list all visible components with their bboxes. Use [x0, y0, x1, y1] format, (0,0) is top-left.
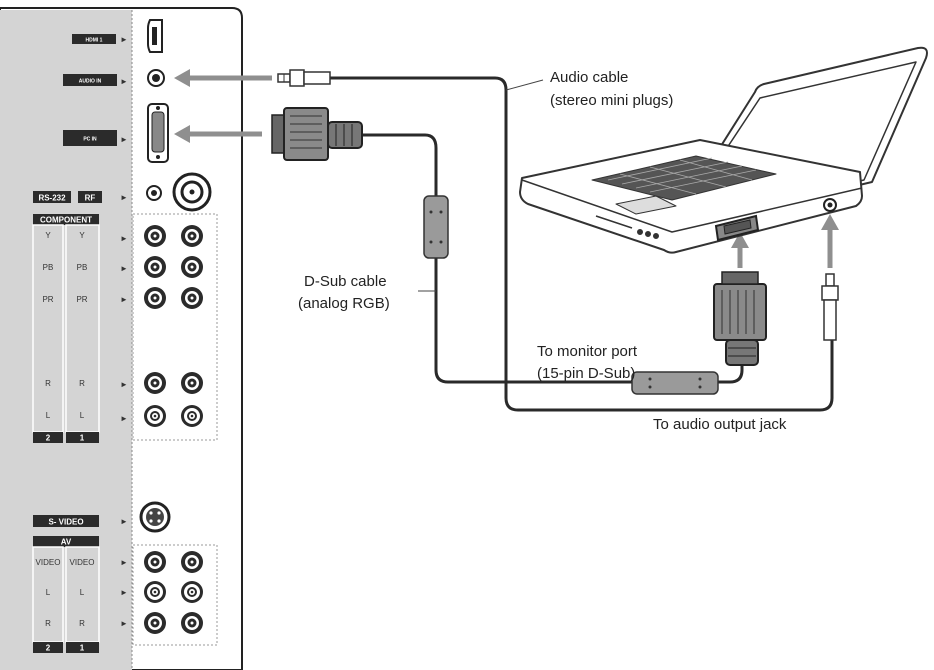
av-audio-l-2-jack[interactable]	[144, 581, 166, 603]
ferrite-core-horizontal	[631, 371, 719, 395]
component-audio-r-1-jack[interactable]	[181, 372, 203, 394]
component-pr-2-jack[interactable]	[144, 287, 166, 309]
audio-cable-label: Audio cable	[550, 69, 628, 86]
dsub-cable-sublabel: (analog RGB)	[298, 295, 390, 312]
dsub-cable-label: D-Sub cable	[304, 273, 387, 290]
svg-text:►: ►	[120, 135, 128, 144]
component-label-r-2: R	[45, 379, 51, 388]
component-label-l-2: L	[46, 411, 51, 420]
svg-text:►: ►	[120, 414, 128, 423]
pc-in-row: PC IN ►	[63, 103, 169, 163]
svideo-row: S- VIDEO ►	[33, 501, 171, 533]
svg-text:►: ►	[120, 380, 128, 389]
component-label-pr-2: PR	[42, 295, 53, 304]
component-audio-l-2-jack[interactable]	[144, 405, 166, 427]
hdmi-port-row: HDMI 1 ►	[72, 19, 163, 53]
svg-text:►: ►	[120, 193, 128, 202]
arrow-to-pc-in	[174, 125, 262, 143]
component-pr-1-jack[interactable]	[181, 287, 203, 309]
arrow-to-audio-in	[174, 69, 272, 87]
component-label-pb-1: PB	[77, 263, 88, 272]
av-label-l-2: L	[46, 588, 51, 597]
component-audio-r-2-jack[interactable]	[144, 372, 166, 394]
svg-text:►: ►	[120, 517, 128, 526]
laptop-monitor-port[interactable]	[714, 214, 760, 242]
rf-badge-label: RF	[85, 194, 96, 203]
av-section: AV VIDEO VIDEO ► L L ► R R ► 2 1	[32, 536, 218, 653]
av-label-video-2: VIDEO	[36, 558, 61, 567]
svg-text:►: ►	[120, 619, 128, 628]
audio-mini-plug-tv-side	[277, 69, 331, 87]
leader-lines	[418, 79, 544, 292]
component-badge-label: COMPONENT	[40, 216, 92, 225]
audio-cable-sublabel: (stereo mini plugs)	[550, 92, 673, 109]
laptop-audio-output-jack[interactable]	[823, 198, 837, 212]
arrow-to-laptop-monitor-port	[731, 232, 749, 268]
av-audio-l-1-jack[interactable]	[181, 581, 203, 603]
av-badge-label: AV	[61, 538, 72, 547]
svg-text:►: ►	[120, 264, 128, 273]
rs232-rf-row: RS-232 RF ►	[33, 172, 212, 212]
component-label-y-2: Y	[45, 231, 51, 240]
component-label-pb-2: PB	[43, 263, 54, 272]
laptop	[519, 46, 928, 254]
component-pb-1-jack[interactable]	[181, 256, 203, 278]
svideo-badge-label: S- VIDEO	[48, 518, 83, 527]
dsub-plug-tv-side	[271, 107, 363, 161]
audio-cable	[330, 76, 834, 412]
monitor-port-sublabel: (15-pin D-Sub)	[537, 365, 635, 382]
svg-text:►: ►	[120, 234, 128, 243]
svg-text:►: ►	[120, 295, 128, 304]
component-y-2-jack[interactable]	[144, 225, 166, 247]
rs232-badge-label: RS-232	[38, 194, 66, 203]
monitor-port-label: To monitor port	[537, 343, 638, 360]
component-y-1-jack[interactable]	[181, 225, 203, 247]
component-label-y-1: Y	[79, 231, 85, 240]
av-footer-1: 1	[80, 644, 85, 653]
audio-in-badge-label: AUDIO IN	[79, 79, 102, 85]
hdmi-badge-label: HDMI 1	[86, 38, 103, 44]
av-label-video-1: VIDEO	[70, 558, 95, 567]
component-label-l-1: L	[80, 411, 85, 420]
svg-text:►: ►	[120, 588, 128, 597]
audio-output-jack-label: To audio output jack	[653, 416, 787, 433]
dsub-cable	[362, 133, 744, 384]
svg-text:►: ►	[120, 558, 128, 567]
av-label-r-2: R	[45, 619, 51, 628]
component-footer-2: 2	[46, 434, 51, 443]
component-label-pr-1: PR	[76, 295, 87, 304]
svg-text:►: ►	[120, 35, 128, 44]
av-audio-r-1-jack[interactable]	[181, 612, 203, 634]
component-footer-1: 1	[80, 434, 85, 443]
av-footer-2: 2	[46, 644, 51, 653]
av-label-r-1: R	[79, 619, 85, 628]
tv-back-panel	[0, 7, 243, 670]
component-audio-l-1-jack[interactable]	[181, 405, 203, 427]
ferrite-core-vertical	[423, 195, 449, 259]
dsub-plug-pc-side	[713, 271, 767, 366]
av-video-2-jack[interactable]	[144, 551, 166, 573]
svg-text:►: ►	[120, 77, 128, 86]
arrow-to-laptop-audio-jack	[821, 214, 839, 268]
audio-mini-plug-pc-side	[821, 273, 839, 341]
component-section: COMPONENT Y Y ► PB PB ► PR PR ► R R ► L …	[32, 213, 218, 443]
component-pb-2-jack[interactable]	[144, 256, 166, 278]
av-label-l-1: L	[80, 588, 85, 597]
component-label-r-1: R	[79, 379, 85, 388]
audio-in-row: AUDIO IN ►	[63, 69, 165, 87]
pc-in-badge-label: PC IN	[83, 137, 97, 143]
av-audio-r-2-jack[interactable]	[144, 612, 166, 634]
av-video-1-jack[interactable]	[181, 551, 203, 573]
